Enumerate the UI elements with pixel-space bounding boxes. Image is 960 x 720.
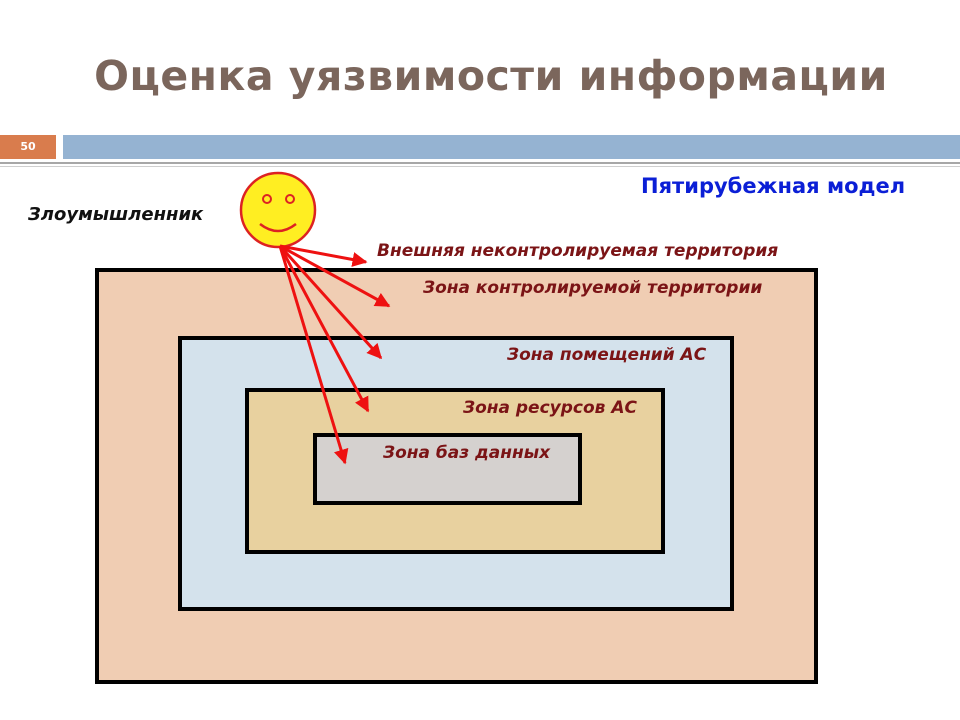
header-divider-thin <box>0 166 960 167</box>
arrow-to-external-territory <box>279 244 368 267</box>
zone-label-controlled: Зона контролируемой территории <box>423 278 763 298</box>
header-bar <box>63 135 960 159</box>
arrow-to-premises <box>278 244 383 360</box>
model-title: Пятирубежная модел <box>641 174 906 198</box>
slide-title: Оценка уязвимости информации <box>94 52 888 100</box>
slide-number: 50 <box>0 135 56 159</box>
zone-label-external: Внешняя неконтролируемая территория <box>377 241 779 261</box>
zone-label-resources: Зона ресурсов АС <box>463 398 637 418</box>
arrow-to-resources <box>278 245 370 413</box>
attacker-label: Злоумышленник <box>28 204 204 225</box>
zone-label-databases: Зона баз данных <box>383 443 551 463</box>
smiley-face-icon <box>239 171 317 249</box>
arrow-to-databases <box>278 245 349 465</box>
zone-databases <box>313 433 582 505</box>
header-divider <box>0 162 960 164</box>
zone-label-premises: Зона помещений АС <box>507 345 707 365</box>
arrow-to-controlled-territory <box>279 244 391 308</box>
